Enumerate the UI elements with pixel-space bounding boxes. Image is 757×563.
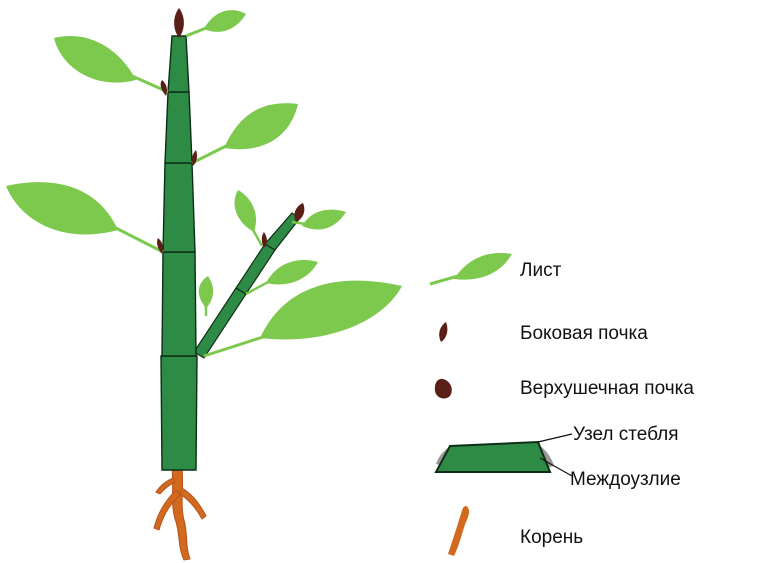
legend-apical-bud-label: Верхушечная почка bbox=[520, 378, 694, 399]
leaf-upper-left bbox=[54, 36, 168, 92]
legend-node-label: Узел стебля bbox=[573, 424, 679, 445]
internode-3 bbox=[163, 163, 195, 252]
legend-leaf: Лист bbox=[430, 253, 562, 284]
internode-1 bbox=[161, 356, 197, 470]
plant bbox=[6, 8, 402, 560]
legend-leaf-icon bbox=[454, 253, 512, 280]
legend-root: Корень bbox=[448, 506, 583, 556]
leaf-middle-right bbox=[192, 103, 298, 163]
legend-leaf-petiole bbox=[430, 276, 458, 284]
legend-leaf-label: Лист bbox=[520, 260, 562, 281]
legend-apical-bud: Верхушечная почка bbox=[435, 378, 695, 399]
root-right bbox=[180, 488, 206, 519]
internode-4 bbox=[165, 92, 192, 163]
legend-stem-segment: Узел стебля Междоузлие bbox=[436, 424, 681, 490]
legend: Лист Боковая почка Верхушечная почка Узе… bbox=[430, 253, 694, 556]
apical-bud-icon bbox=[435, 379, 452, 399]
side-branch-internode-3 bbox=[265, 213, 300, 250]
main-stem bbox=[161, 36, 197, 470]
leaves bbox=[6, 10, 402, 356]
apical-bud-main bbox=[174, 8, 184, 38]
legend-lateral-bud: Боковая почка bbox=[439, 322, 648, 344]
legend-internode-label: Междоузлие bbox=[570, 469, 681, 490]
lateral-bud-icon bbox=[439, 322, 447, 342]
leaf-branch-upper-left bbox=[235, 190, 262, 246]
lateral-bud-2 bbox=[192, 150, 197, 166]
legend-root-label: Корень bbox=[520, 527, 583, 548]
leaf-middle-left bbox=[6, 182, 163, 252]
legend-lateral-bud-label: Боковая почка bbox=[520, 323, 648, 344]
apical-bud-branch bbox=[294, 203, 304, 222]
side-branch-internode-2 bbox=[236, 244, 275, 294]
leaf-top-right bbox=[186, 10, 246, 36]
lateral-bud-1 bbox=[161, 80, 167, 96]
node-pointer-line bbox=[538, 434, 572, 442]
root-icon bbox=[448, 506, 469, 556]
internode-5 bbox=[168, 36, 189, 92]
internode-2 bbox=[162, 252, 196, 356]
leaf-branch-small-left bbox=[199, 276, 213, 316]
roots bbox=[154, 468, 206, 560]
stem-segment-icon bbox=[436, 442, 550, 472]
